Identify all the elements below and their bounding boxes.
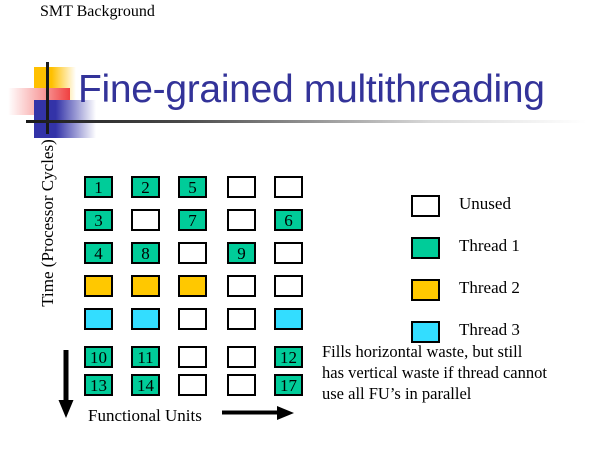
grid-cell-r4-c4 <box>227 275 256 297</box>
y-axis-label: Time (Processor Cycles) <box>38 139 57 307</box>
grid-cell-r2-c5: 6 <box>274 209 303 231</box>
grid-cell-r1-c3: 5 <box>178 176 207 198</box>
grid-cell-r5-c2 <box>131 308 160 330</box>
decoration-blue-square <box>34 100 96 138</box>
legend-swatch-thread-3 <box>411 321 440 343</box>
grid-cell-r4-c5 <box>274 275 303 297</box>
legend-label-thread-2: Thread 2 <box>459 278 520 297</box>
grid-cell-r6-c3 <box>178 346 207 368</box>
grid-cell-r6-c4 <box>227 346 256 368</box>
grid-cell-r7-c5: 17 <box>274 374 303 396</box>
grid-cell-r5-c1 <box>84 308 113 330</box>
slide-header-label: SMT Background <box>40 3 155 20</box>
grid-cell-r3-c4: 9 <box>227 242 256 264</box>
grid-cell-r5-c5 <box>274 308 303 330</box>
legend-swatch-unused <box>411 195 440 217</box>
grid-cell-r3-c2: 8 <box>131 242 160 264</box>
grid-cell-r5-c3 <box>178 308 207 330</box>
right-arrow-icon <box>222 405 294 421</box>
grid-cell-r6-c5: 12 <box>274 346 303 368</box>
down-arrow-icon <box>58 350 74 418</box>
legend-swatch-thread-2 <box>411 279 440 301</box>
title-underline <box>26 120 586 123</box>
grid-cell-r7-c3 <box>178 374 207 396</box>
page-title: Fine-grained multithreading <box>78 68 545 111</box>
grid-cell-r2-c1: 3 <box>84 209 113 231</box>
grid-cell-r7-c4 <box>227 374 256 396</box>
grid-cell-r1-c2: 2 <box>131 176 160 198</box>
grid-cell-r1-c5 <box>274 176 303 198</box>
caption: Fills horizontal waste, but still has ve… <box>322 341 597 404</box>
grid-cell-r4-c3 <box>178 275 207 297</box>
grid-cell-r7-c1: 13 <box>84 374 113 396</box>
legend-label-unused: Unused <box>459 194 511 213</box>
grid-cell-r6-c1: 10 <box>84 346 113 368</box>
grid-cell-r6-c2: 11 <box>131 346 160 368</box>
grid-cell-r2-c2 <box>131 209 160 231</box>
grid-cell-r3-c5 <box>274 242 303 264</box>
grid-cell-r1-c4 <box>227 176 256 198</box>
caption-line-3: use all FU’s in parallel <box>322 384 472 403</box>
grid-cell-r7-c2: 14 <box>131 374 160 396</box>
grid-cell-r3-c1: 4 <box>84 242 113 264</box>
grid-cell-r1-c1: 1 <box>84 176 113 198</box>
legend-label-thread-3: Thread 3 <box>459 320 520 339</box>
grid-cell-r4-c2 <box>131 275 160 297</box>
legend-label-thread-1: Thread 1 <box>459 236 520 255</box>
caption-line-1: Fills horizontal waste, but still <box>322 342 523 361</box>
caption-line-2: has vertical waste if thread cannot <box>322 363 547 382</box>
x-axis-label: Functional Units <box>88 406 202 425</box>
legend-swatch-thread-1 <box>411 237 440 259</box>
title-decoration <box>8 62 178 138</box>
grid-cell-r3-c3 <box>178 242 207 264</box>
decoration-vertical-line <box>46 62 49 134</box>
grid-cell-r2-c4 <box>227 209 256 231</box>
grid-cell-r2-c3: 7 <box>178 209 207 231</box>
grid-cell-r5-c4 <box>227 308 256 330</box>
grid-cell-r4-c1 <box>84 275 113 297</box>
